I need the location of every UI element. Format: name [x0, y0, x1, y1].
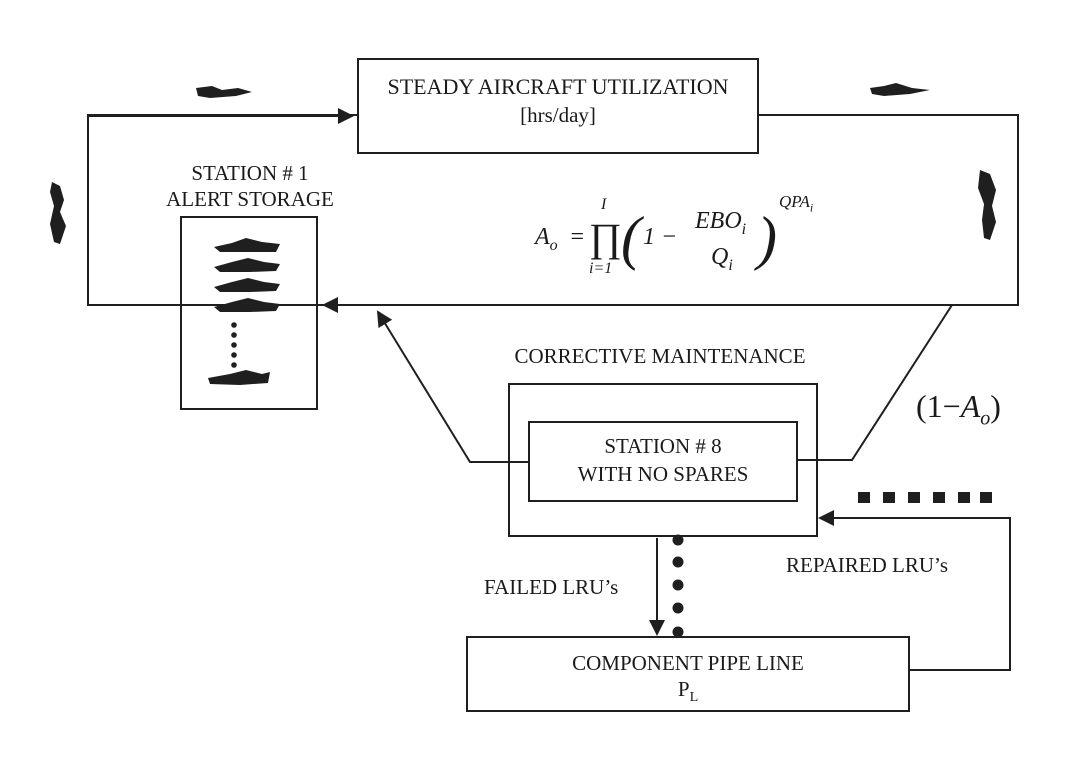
station8-box: STATION # 8 WITH NO SPARES: [528, 421, 798, 502]
repaired-lrus-label: REPAIRED LRU’s: [786, 553, 949, 577]
equals-sign: =: [569, 224, 586, 250]
product-upper: I: [601, 196, 607, 213]
dashed-repaired-path: [858, 492, 992, 503]
steady-utilization-units: [hrs/day]: [520, 103, 596, 127]
corrective-maintenance-box: [508, 383, 818, 537]
product-lower: i=1: [589, 260, 613, 277]
availability-equation: Ao = I ∏ i=1 ( 1 − EBOi Qi ) QPAi: [535, 192, 855, 280]
component-pipeline-box: COMPONENT PIPE LINE PL: [466, 636, 910, 712]
equation-lhs: Ao: [535, 224, 558, 254]
pipeline-symbol: PL: [677, 677, 699, 706]
left-paren: (: [621, 205, 641, 271]
station8-subtitle: WITH NO SPARES: [577, 462, 749, 486]
right-paren: ): [757, 205, 777, 271]
station8-title: STATION # 8: [604, 434, 722, 458]
product-symbol: ∏: [589, 215, 622, 260]
equation-exponent: QPAi: [779, 192, 814, 215]
aircraft-stack-icon: [208, 238, 280, 385]
station1-subtitle: ALERT STORAGE: [166, 187, 334, 211]
dotted-failed-path: [672, 534, 684, 638]
equation-one: 1 −: [643, 224, 678, 250]
station1-box: [180, 216, 318, 410]
aircraft-icon: [50, 83, 996, 244]
steady-utilization-box: STEADY AIRCRAFT UTILIZATION [hrs/day]: [357, 58, 759, 154]
station1-title: STATION # 1: [191, 161, 309, 185]
steady-utilization-title: STEADY AIRCRAFT UTILIZATION: [387, 74, 729, 99]
failed-lrus-label: FAILED LRU’s: [484, 575, 619, 599]
pipeline-title: COMPONENT PIPE LINE: [572, 651, 804, 675]
arrow-failed-aircraft: [796, 304, 953, 461]
corrective-maintenance-label: CORRECTIVE MAINTENANCE: [514, 344, 806, 368]
unavailability-expression: (1−Ao): [916, 388, 1001, 430]
arrow-repaired-lrus: [818, 510, 1011, 671]
equation-denominator: Qi: [711, 244, 733, 274]
equation-numerator: EBOi: [695, 208, 747, 238]
arrow-repaired-aircraft: [376, 310, 530, 463]
